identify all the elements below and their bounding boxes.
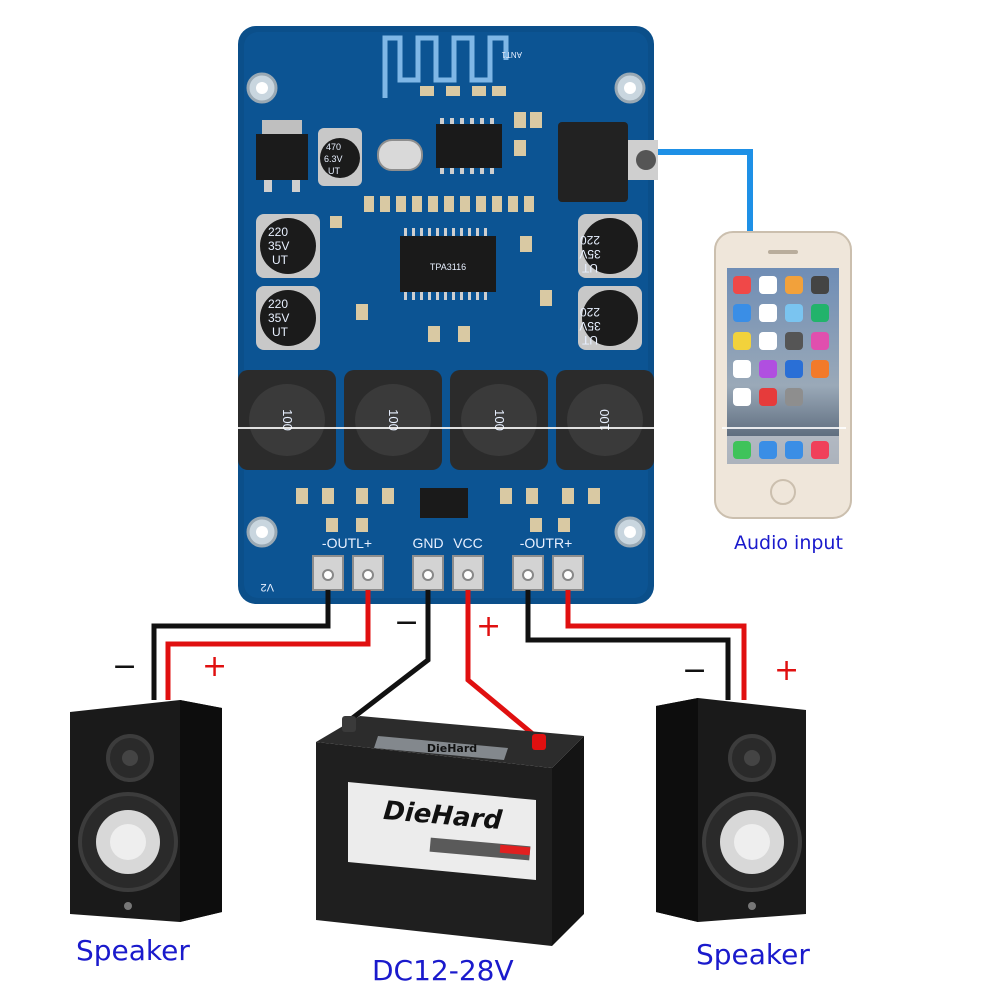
version-label: V2 bbox=[261, 581, 274, 593]
svg-text:100: 100 bbox=[492, 409, 507, 431]
home-button-icon bbox=[770, 479, 796, 505]
inductor-1: 100 bbox=[238, 370, 336, 470]
svg-text:35V: 35V bbox=[268, 239, 289, 253]
chip-label: TPA3116 bbox=[430, 262, 466, 272]
smartphone bbox=[714, 231, 852, 519]
battery-top bbox=[316, 716, 584, 768]
svg-text:220: 220 bbox=[268, 297, 288, 311]
amplifier-board: ANT1 470 6.3V UT bbox=[238, 26, 658, 604]
battery-positive-sign: + bbox=[476, 609, 502, 644]
svg-text:470: 470 bbox=[326, 142, 341, 152]
svg-text:35V: 35V bbox=[579, 319, 600, 333]
svg-text:220: 220 bbox=[580, 233, 600, 247]
car-battery: DieHard DieHard bbox=[316, 716, 584, 946]
capacitor-470uf: 470 6.3V UT bbox=[318, 128, 362, 186]
svg-text:100: 100 bbox=[386, 409, 401, 431]
capacitor-220uf-1: 220 35V UT bbox=[256, 214, 320, 278]
left-speaker-caption: Speaker bbox=[76, 934, 190, 967]
svg-text:UT: UT bbox=[272, 325, 289, 339]
right-negative-sign: − bbox=[682, 653, 708, 688]
svg-text:UT: UT bbox=[581, 333, 598, 347]
audio-cable bbox=[658, 149, 753, 240]
negative-terminal bbox=[342, 716, 356, 732]
phone-dock bbox=[733, 441, 829, 459]
inductor-3: 100 bbox=[450, 370, 548, 470]
svg-text:220: 220 bbox=[580, 305, 600, 319]
right-speaker bbox=[656, 698, 806, 922]
svg-text:100: 100 bbox=[597, 409, 612, 431]
inductor-4: 100 bbox=[556, 370, 654, 470]
wire-right-positive bbox=[565, 590, 747, 700]
svg-text:6.3V: 6.3V bbox=[324, 154, 343, 164]
svg-text:35V: 35V bbox=[268, 311, 289, 325]
left-speaker bbox=[70, 700, 222, 922]
crystal bbox=[377, 139, 423, 171]
wire-left-positive bbox=[165, 590, 371, 700]
terminal-label-vcc: VCC bbox=[453, 535, 483, 551]
svg-text:UT: UT bbox=[581, 261, 598, 275]
wire-battery-negative bbox=[348, 590, 431, 722]
svg-text:UT: UT bbox=[328, 166, 340, 176]
wires bbox=[151, 590, 747, 742]
svg-text:220: 220 bbox=[268, 225, 288, 239]
regulator-tab bbox=[262, 120, 302, 134]
wire-right-negative bbox=[525, 590, 731, 700]
battery-brand-small: DieHard bbox=[427, 742, 477, 755]
svg-text:UT: UT bbox=[272, 253, 289, 267]
wire-battery-positive bbox=[465, 590, 542, 742]
smd-components bbox=[330, 86, 552, 342]
capacitor-220uf-3: 220 35V UT bbox=[578, 214, 642, 278]
positive-terminal bbox=[532, 734, 546, 750]
svg-text:35V: 35V bbox=[579, 247, 600, 261]
bluetooth-chip bbox=[436, 124, 502, 168]
left-negative-sign: − bbox=[112, 649, 138, 684]
terminal-label-gnd: GND bbox=[412, 535, 443, 551]
audio-jack bbox=[558, 122, 628, 202]
capacitor-220uf-4: 220 35V UT bbox=[578, 286, 642, 350]
app-icon-grid bbox=[733, 276, 829, 406]
diode bbox=[420, 488, 468, 518]
power-caption: DC12-28V bbox=[372, 954, 514, 987]
terminal-pads bbox=[312, 555, 584, 591]
battery-negative-sign: − bbox=[394, 605, 420, 640]
antenna-label: ANT1 bbox=[501, 50, 522, 59]
terminal-label-outl: -OUTL+ bbox=[322, 535, 372, 551]
left-positive-sign: + bbox=[202, 649, 228, 684]
right-positive-sign: + bbox=[774, 653, 800, 688]
terminal-label-outr: -OUTR+ bbox=[520, 535, 573, 551]
svg-text:100: 100 bbox=[280, 409, 295, 431]
right-speaker-caption: Speaker bbox=[696, 938, 810, 971]
mounting-hole-icon bbox=[246, 72, 646, 548]
inductor-2: 100 bbox=[344, 370, 442, 470]
antenna-trace bbox=[382, 35, 509, 98]
wire-left-negative bbox=[151, 590, 331, 700]
audio-input-caption: Audio input bbox=[734, 532, 843, 554]
capacitor-220uf-2: 220 35V UT bbox=[256, 286, 320, 350]
amplifier-chip bbox=[400, 236, 496, 292]
voltage-regulator bbox=[256, 134, 308, 180]
